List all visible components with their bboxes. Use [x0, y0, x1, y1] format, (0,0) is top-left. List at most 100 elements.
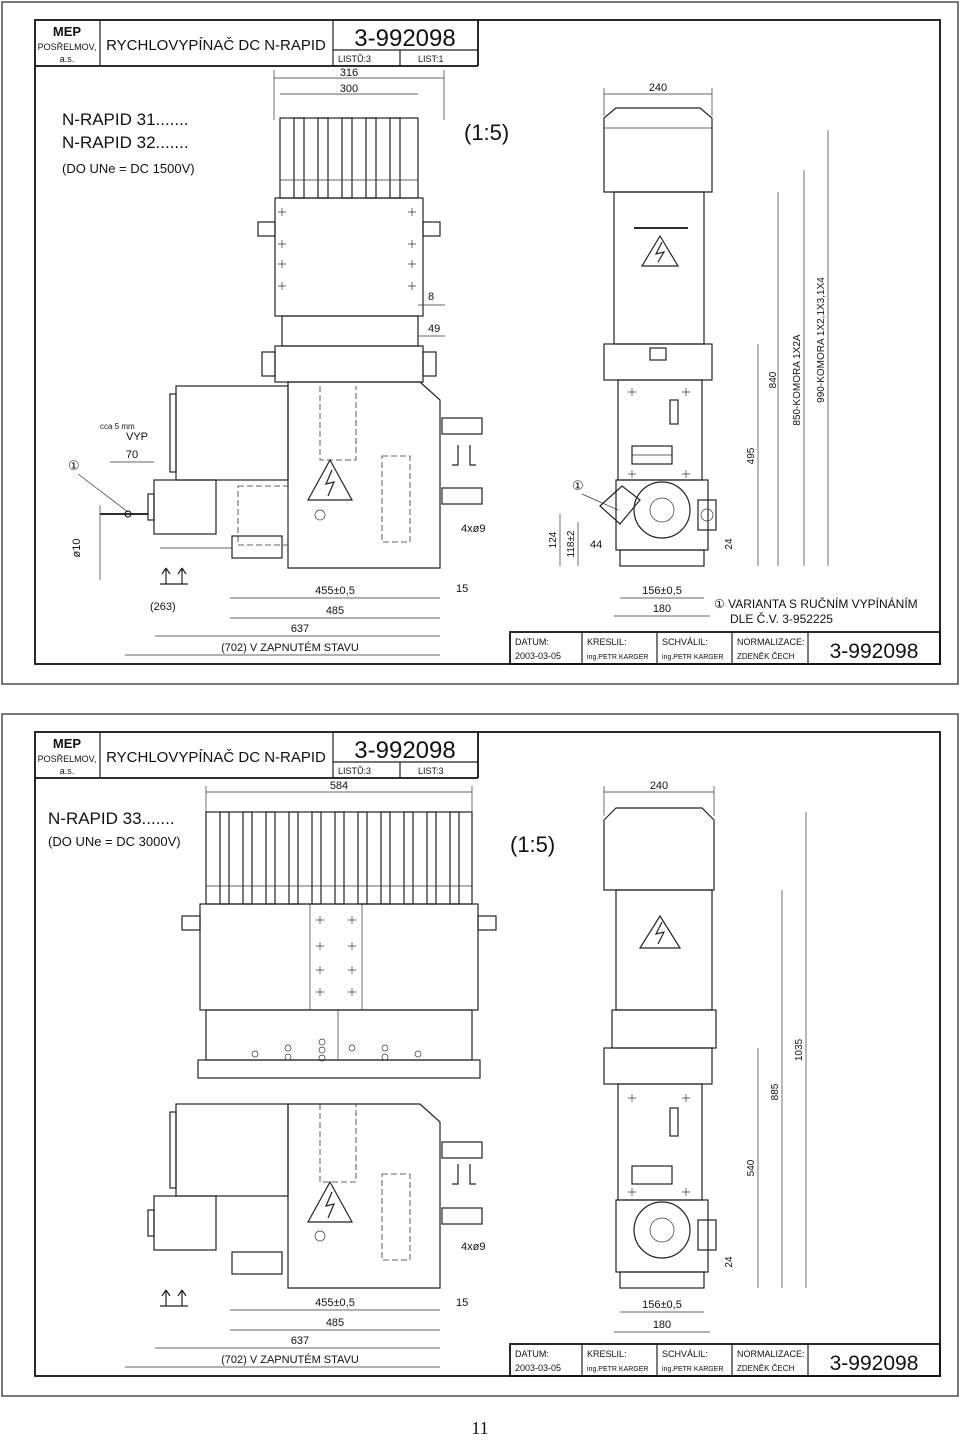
dim-180: 180	[653, 603, 671, 615]
sheets-total: LISTŮ:3	[338, 53, 371, 64]
drawing-sheet-2: MEP POSŘELMOV, a.s. RYCHLOVYPÍNAČ DC N-R…	[0, 712, 960, 1398]
dim-15: 15	[456, 1297, 468, 1309]
dim-637: 637	[291, 623, 309, 635]
side-view-3000v	[603, 807, 717, 1289]
dim-8: 8	[428, 291, 434, 303]
dim-24: 24	[724, 1256, 735, 1268]
dim-156: 156±0,5	[642, 1299, 682, 1311]
sheet-1-title-block: DATUM: 2003-03-05 KRESLIL: ing.PETR KARG…	[509, 631, 941, 665]
title-block-number: 3-992098	[830, 1352, 919, 1375]
vyp-label: VYP	[126, 431, 148, 443]
schvalil-value: ing.PETR KARGER	[662, 654, 723, 661]
sheet-1-drawing-frame	[34, 19, 941, 665]
schvalil-label: SCHVÁLIL:	[662, 1349, 708, 1359]
dim-850: 850-KOMORA 1X2A	[792, 334, 803, 425]
dim-840: 840	[768, 371, 779, 388]
side-dimensions: 240 840 850-KOMORA 1X2A 990-KOMORA 1X2,1…	[548, 82, 829, 617]
dim-1035: 1035	[794, 1038, 805, 1061]
front-view-3000v	[147, 811, 497, 1307]
company-line2: POSŘELMOV,	[38, 42, 97, 52]
dim-124: 124	[548, 531, 559, 548]
lift-symbol-front	[160, 567, 188, 585]
company-line3: a.s.	[60, 54, 75, 64]
dim-702: (702) V ZAPNUTÉM STAVU	[221, 1353, 359, 1366]
product-title: RYCHLOVYPÍNAČ DC N-RAPID	[106, 749, 326, 766]
scale-label: (1:5)	[510, 832, 555, 857]
dim-240: 240	[649, 82, 667, 94]
front-dimensions-3000v: 584 4xø9 455±0,5 15 485 637 (702) V ZAPN…	[125, 780, 485, 1368]
model-line-1: N-RAPID 33.......	[48, 809, 175, 828]
company-name: MEP	[53, 736, 82, 751]
dim-180: 180	[653, 1319, 671, 1331]
dim-885: 885	[770, 1083, 781, 1100]
company-line3: a.s.	[60, 766, 75, 776]
company-line2: POSŘELMOV,	[38, 754, 97, 764]
dim-49: 49	[428, 323, 440, 335]
datum-label: DATUM:	[515, 1349, 549, 1359]
dim-cca5: cca 5 mm	[100, 422, 135, 431]
side-view: ①	[572, 107, 717, 567]
norm-value: ZDENĚK ČECH	[737, 652, 795, 661]
dim-990: 990-KOMORA 1X2,1X3,1X4	[816, 277, 827, 403]
dim-4x9: 4xø9	[461, 523, 485, 535]
dim-240: 240	[650, 780, 668, 792]
dim-637: 637	[291, 1335, 309, 1347]
front-view	[100, 117, 483, 585]
kreslil-value: ing.PETR KARGER	[587, 654, 648, 661]
sheet-2-outer-frame	[1, 713, 959, 1397]
drawing-sheet-1: MEP POSŘELMOV, a.s. RYCHLOVYPÍNAČ DC N-R…	[0, 0, 960, 686]
dim-485: 485	[326, 1317, 344, 1329]
dim-495: 495	[746, 447, 757, 464]
kreslil-label: KRESLIL:	[587, 637, 627, 647]
marker-1-side: ①	[572, 478, 584, 493]
dim-584: 584	[330, 780, 348, 792]
page-number: 11	[471, 1418, 489, 1438]
dim-4x9: 4xø9	[461, 1241, 485, 1253]
drawing-number: 3-992098	[354, 25, 455, 52]
sheet-1-svg: MEP POSŘELMOV, a.s. RYCHLOVYPÍNAČ DC N-R…	[1, 1, 959, 685]
sheet-2-header: MEP POSŘELMOV, a.s. RYCHLOVYPÍNAČ DC N-R…	[35, 732, 479, 779]
dim-540: 540	[746, 1159, 757, 1176]
datum-value: 2003-03-05	[515, 651, 561, 661]
sheet-index: LIST:1	[418, 54, 444, 64]
model-line-2: N-RAPID 32.......	[62, 133, 189, 152]
dim-24: 24	[724, 538, 735, 550]
front-dimensions: 316 300 8 49 4xø9 ø10 cca 5 mm VYP 70 ① …	[68, 67, 485, 656]
schvalil-label: SCHVÁLIL:	[662, 637, 708, 647]
dim-44: 44	[590, 539, 602, 551]
datum-value: 2003-03-05	[515, 1363, 561, 1373]
dim-263: (263)	[150, 601, 176, 613]
dim-118: 118±2	[566, 530, 577, 557]
sheet-1-outer-frame	[1, 1, 959, 685]
dim-702: (702) V ZAPNUTÉM STAVU	[221, 641, 359, 654]
dim-156: 156±0,5	[642, 585, 682, 597]
dim-15: 15	[456, 583, 468, 595]
title-block-number: 3-992098	[830, 640, 919, 663]
schvalil-value: ing.PETR KARGER	[662, 1366, 723, 1373]
datum-label: DATUM:	[515, 637, 549, 647]
kreslil-label: KRESLIL:	[587, 1349, 627, 1359]
drawing-number: 3-992098	[354, 737, 455, 764]
sheet-2-svg: MEP POSŘELMOV, a.s. RYCHLOVYPÍNAČ DC N-R…	[1, 713, 959, 1397]
dim-300: 300	[340, 83, 358, 95]
side-dimensions-3000v: 240 1035 885 540 24 156±0,5 180	[603, 780, 807, 1333]
norm-value: ZDENĚK ČECH	[737, 1364, 795, 1373]
variant-note-line2: DLE Č.V. 3-952225	[730, 611, 833, 626]
sheet-index: LIST:3	[418, 766, 444, 776]
dim-70: 70	[126, 449, 138, 461]
sheets-total: LISTŮ:3	[338, 765, 371, 776]
scale-label: (1:5)	[464, 120, 509, 145]
model-line-1: N-RAPID 31.......	[62, 110, 189, 129]
sheet-2-title-block: DATUM: 2003-03-05 KRESLIL: ing.PETR KARG…	[509, 1343, 941, 1377]
dim-455: 455±0,5	[315, 585, 355, 597]
norm-label: NORMALIZACE:	[737, 637, 805, 647]
sheet-1-header: MEP POSŘELMOV, a.s. RYCHLOVYPÍNAČ DC N-R…	[35, 20, 479, 67]
norm-label: NORMALIZACE:	[737, 1349, 805, 1359]
dim-316: 316	[340, 67, 358, 79]
company-name: MEP	[53, 24, 82, 39]
kreslil-value: ing.PETR KARGER	[587, 1366, 648, 1373]
variant-note-line1: ① VARIANTA S RUČNÍM VYPÍNÁNÍM	[714, 596, 918, 611]
voltage-note: (DO UNe = DC 3000V)	[48, 834, 181, 849]
dim-d10: ø10	[71, 539, 83, 558]
dim-455: 455±0,5	[315, 1297, 355, 1309]
